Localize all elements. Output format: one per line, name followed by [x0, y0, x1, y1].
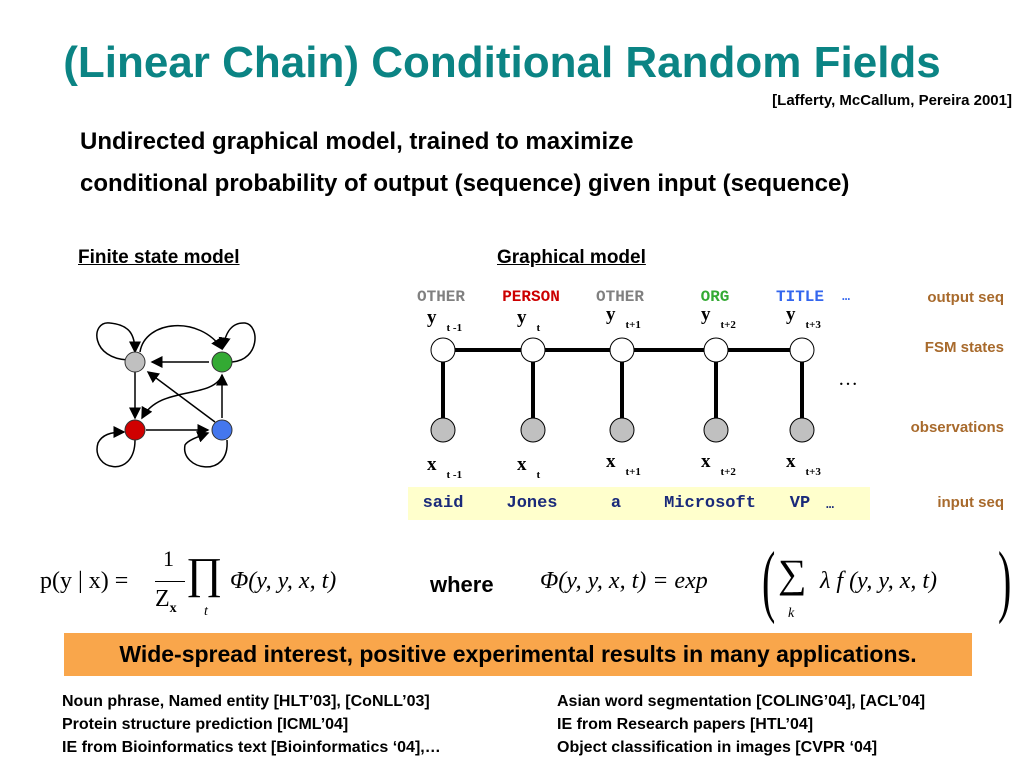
sum-symbol: ∑: [778, 551, 807, 596]
input-token: VP: [789, 494, 811, 513]
slide-title: (Linear Chain) Conditional Random Fields: [63, 38, 941, 87]
chain-diagram: [430, 337, 815, 443]
label-output-seq: output seq: [927, 289, 1004, 306]
input-seq-box: [408, 487, 870, 520]
var-subscript: t -1: [446, 322, 463, 334]
y-vars-label: y t -1: [427, 307, 462, 334]
var-subscript: t+1: [625, 466, 641, 478]
var-name: y: [427, 307, 437, 328]
label-fsm-states: FSM states: [924, 339, 1004, 356]
input-token: …: [826, 497, 834, 512]
product-sub: t: [204, 604, 208, 619]
z: Z: [155, 586, 170, 612]
y-vars-label: y t+1: [606, 304, 641, 331]
output-label-4: TITLE: [775, 288, 825, 306]
var-name: y: [786, 304, 796, 325]
var-subscript: t+3: [805, 466, 821, 478]
var-subscript: t: [536, 322, 541, 334]
x-vars-label: x t+1: [606, 451, 641, 478]
input-token: a: [610, 494, 622, 513]
app-item: Object classification in images [CVPR ‘0…: [557, 739, 878, 756]
left-paren: (: [762, 537, 776, 625]
var-subscript: t+1: [625, 319, 641, 331]
apps-left: Noun phrase, Named entity [HLT’03], [CoN…: [62, 690, 441, 759]
input-token: Jones: [506, 494, 558, 513]
app-item: IE from Bioinformatics text [Bioinformat…: [62, 739, 441, 756]
highlight-banner: Wide-spread interest, positive experimen…: [64, 633, 972, 676]
z-sub: x: [169, 600, 177, 616]
app-item: Asian word segmentation [COLING’04], [AC…: [557, 693, 926, 710]
body-line-2: conditional probability of output (seque…: [80, 170, 850, 197]
var-subscript: t+2: [720, 319, 736, 331]
var-name: x: [606, 451, 616, 472]
body-line-1: Undirected graphical model, trained to m…: [80, 128, 634, 155]
formula-left-lhs: p(y | x) =: [40, 568, 129, 594]
x-vars-label: x t+3: [786, 451, 821, 478]
formula-right-rhs: λ f (y, y, x, t): [820, 568, 938, 594]
output-label-1: PERSON: [502, 288, 560, 306]
label-input-seq: input seq: [937, 494, 1004, 511]
app-item: IE from Research papers [HTL’04]: [557, 716, 814, 733]
output-label-2: OTHER: [595, 288, 645, 306]
fsm-state-gray: [124, 351, 146, 373]
fsm-diagram: [96, 322, 256, 468]
app-item: Noun phrase, Named entity [HLT’03], [CoN…: [62, 693, 430, 710]
output-label-0: OTHER: [416, 288, 466, 306]
chain-ellipsis: …: [838, 368, 858, 390]
var-subscript: t: [536, 469, 541, 481]
var-subscript: t+3: [805, 319, 821, 331]
fsm-state-blue: [211, 419, 233, 441]
app-item: Protein structure prediction [ICML’04]: [62, 716, 349, 733]
var-name: x: [517, 454, 527, 475]
var-subscript: t -1: [446, 469, 463, 481]
fsm-heading: Finite state model: [78, 247, 240, 268]
x-vars-label: x t+2: [701, 451, 736, 478]
var-name: x: [701, 451, 711, 472]
var-name: y: [517, 307, 527, 328]
fsm-state-red: [124, 419, 146, 441]
formula-left-den: Zx: [155, 586, 177, 617]
fsm-state-green: [211, 351, 233, 373]
right-paren: ): [998, 537, 1012, 625]
output-label-3: ORG: [700, 288, 730, 306]
var-name: y: [606, 304, 616, 325]
var-name: y: [701, 304, 711, 325]
output-ellipsis: …: [842, 289, 850, 304]
product-symbol: ∏: [186, 549, 223, 598]
input-token: Microsoft: [664, 494, 756, 513]
citation: [Lafferty, McCallum, Pereira 2001]: [772, 92, 1012, 109]
sum-sub: k: [788, 606, 795, 621]
graphical-heading: Graphical model: [497, 247, 646, 268]
fraction-bar: [155, 581, 185, 582]
label-observations: observations: [910, 419, 1004, 436]
formula-left-num: 1: [163, 546, 174, 571]
y-vars-label: y t+3: [786, 304, 821, 331]
var-name: x: [427, 454, 437, 475]
var-name: x: [786, 451, 796, 472]
formula-right-lhs: Φ(y, y, x, t) = exp: [540, 568, 708, 594]
apps-right: Asian word segmentation [COLING’04], [AC…: [557, 690, 925, 759]
var-subscript: t+2: [720, 466, 736, 478]
input-token: said: [422, 494, 464, 513]
formula-left-rhs: Φ(y, y, x, t): [230, 568, 337, 594]
x-vars-label: x t -1: [427, 454, 462, 481]
where-label: where: [430, 572, 494, 597]
y-vars-label: y t+2: [701, 304, 736, 331]
